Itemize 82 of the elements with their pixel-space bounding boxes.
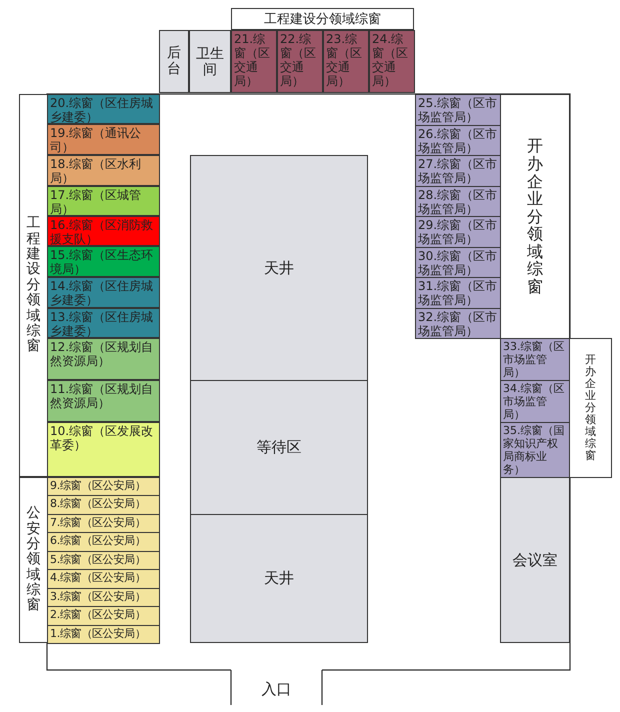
window-label: 5.综窗（区公安局） xyxy=(50,552,146,566)
room xyxy=(189,30,231,93)
room-label: 开办企业分领域综窗 xyxy=(585,354,596,462)
room-label: 工程建设分领域综窗 xyxy=(264,12,381,26)
service-window xyxy=(369,30,415,93)
window-label: 3.综窗（区公安局） xyxy=(50,590,146,603)
window-label: 17.综窗（区城管局） xyxy=(50,188,142,215)
window-label: 35.综窗（国家知识产权局商标业务） xyxy=(503,424,566,476)
window-label: 4.综窗（区公安局） xyxy=(50,571,146,584)
service-window xyxy=(47,338,160,380)
waiting-area xyxy=(190,380,368,515)
area-label xyxy=(19,477,48,643)
service-window xyxy=(47,246,160,277)
room-label: 天井 xyxy=(264,570,294,587)
window-label: 27.综窗（区市场监管局） xyxy=(418,157,498,185)
area-label xyxy=(19,94,48,477)
service-window xyxy=(47,155,160,186)
service-window xyxy=(47,277,160,308)
room-label: 开办企业分领域综窗 xyxy=(527,137,543,296)
service-window xyxy=(47,422,160,477)
area-label xyxy=(500,94,570,339)
service-window xyxy=(47,308,160,338)
window-label: 34.综窗（区市场监管局） xyxy=(503,382,566,421)
service-window xyxy=(47,606,160,626)
service-window xyxy=(47,588,160,608)
window-label: 6.综窗（区公安局） xyxy=(50,534,146,548)
area-heading xyxy=(231,8,414,30)
meeting-room xyxy=(500,477,570,643)
window-label: 25.综窗（区市场监管局） xyxy=(418,96,498,124)
window-label: 19.综窗（通讯公司） xyxy=(50,126,142,154)
window-label: 9.综窗（区公安局） xyxy=(50,479,146,492)
service-window xyxy=(47,495,160,515)
window-label: 23.综窗（区交通局） xyxy=(326,32,363,88)
window-label: 21.综窗（区交通局） xyxy=(234,32,271,88)
service-window xyxy=(47,124,160,155)
room xyxy=(159,30,189,93)
window-label: 16.综窗（区消防救援支队） xyxy=(50,218,154,245)
room-label: 等待区 xyxy=(256,439,302,456)
service-window xyxy=(277,30,323,93)
atrium xyxy=(190,514,368,643)
room-label: 后台 xyxy=(167,46,181,77)
room-label: 卫生间 xyxy=(195,46,225,78)
service-window xyxy=(47,216,160,246)
service-window xyxy=(47,532,160,552)
service-window xyxy=(47,550,160,570)
window-label: 32.综窗（区市场监管局） xyxy=(418,310,498,338)
window-label: 29.综窗（区市场监管局） xyxy=(418,218,498,246)
area-label xyxy=(569,338,612,478)
room-label: 工程建设分领域综窗 xyxy=(26,216,40,355)
window-label: 15.综窗（区生态环境局） xyxy=(50,248,154,276)
window-label: 11.综窗（区规划自然资源局） xyxy=(50,382,154,410)
window-label: 18.综窗（区水利局） xyxy=(50,157,142,185)
atrium xyxy=(190,155,368,381)
service-window xyxy=(47,569,160,589)
service-window xyxy=(47,94,160,124)
room-label: 公安分领域综窗 xyxy=(26,506,40,614)
window-label: 28.综窗（区市场监管局） xyxy=(418,188,498,216)
window-label: 1.综窗（区公安局） xyxy=(50,626,146,640)
window-label: 20.综窗（区住房城乡建委） xyxy=(50,96,154,123)
window-label: 26.综窗（区市场监管局） xyxy=(418,126,498,154)
room-label: 会议室 xyxy=(512,552,558,568)
service-window xyxy=(47,186,160,216)
service-window xyxy=(231,30,277,93)
window-label: 22.综窗（区交通局） xyxy=(280,32,317,88)
service-window xyxy=(47,380,160,422)
window-label: 33.综窗（区市场监管局） xyxy=(503,340,566,379)
service-window xyxy=(323,30,369,93)
window-label: 31.综窗（区市场监管局） xyxy=(418,279,498,307)
window-label: 30.综窗（区市场监管局） xyxy=(418,248,498,276)
window-label: 12.综窗（区规划自然资源局） xyxy=(50,340,154,368)
window-label: 24.综窗（区交通局） xyxy=(372,32,409,88)
window-label: 8.综窗（区公安局） xyxy=(50,497,146,510)
window-label: 2.综窗（区公安局） xyxy=(50,608,146,622)
entrance-label: 入口 xyxy=(260,680,292,699)
window-label: 14.综窗（区住房城乡建委） xyxy=(50,279,154,307)
window-label: 13.综窗（区住房城乡建委） xyxy=(50,310,154,337)
window-label: 7.综窗（区公安局） xyxy=(50,516,146,529)
service-window xyxy=(47,624,160,644)
service-window xyxy=(47,514,160,534)
room-label: 天井 xyxy=(264,260,294,276)
window-label: 10.综窗（区发展改革委） xyxy=(50,424,154,452)
service-window xyxy=(47,477,160,496)
